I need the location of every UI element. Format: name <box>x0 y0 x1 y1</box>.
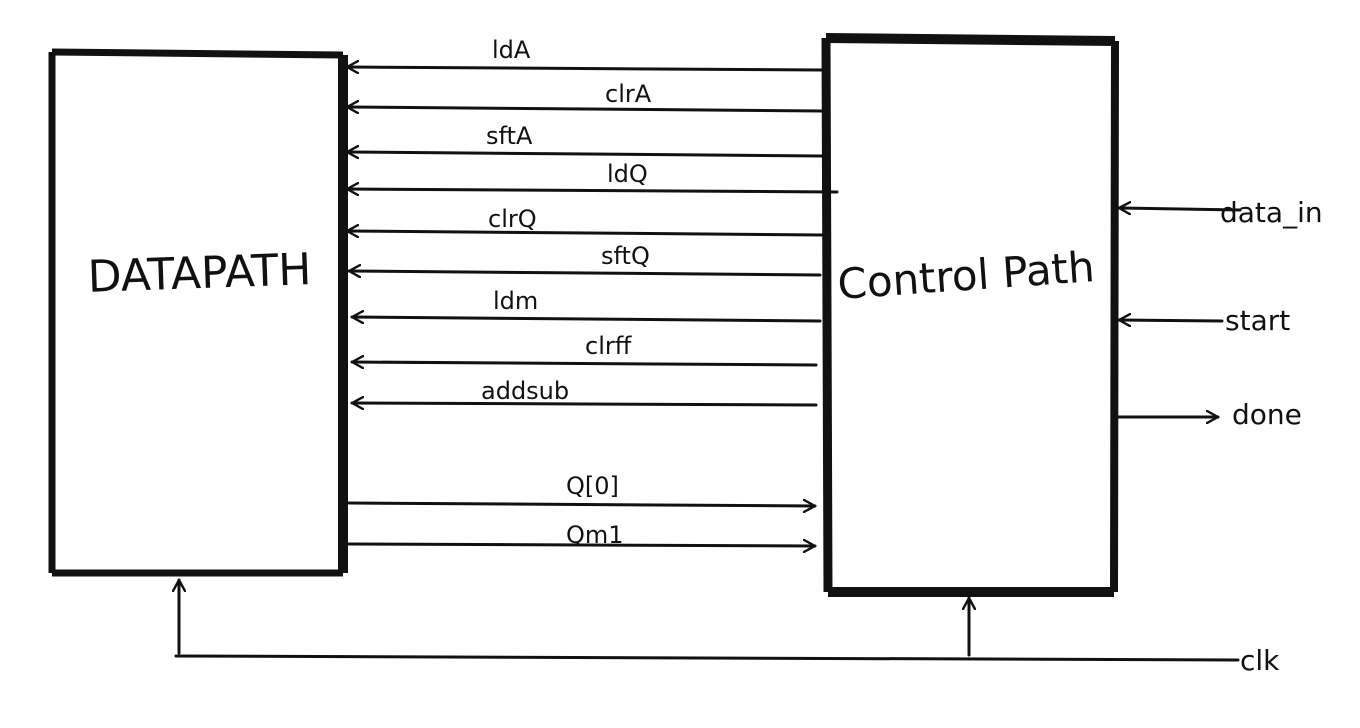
input-data-in-wire <box>1117 208 1242 210</box>
signal-sftQ-label: sftQ <box>601 242 650 270</box>
signal-ldA-wire <box>345 67 824 70</box>
signal-clrff-label: clrff <box>585 332 632 360</box>
signal-ldm-label: ldm <box>493 287 538 315</box>
control-io: data_in start done <box>1115 196 1323 431</box>
control-path-title: Control Path <box>836 242 1096 309</box>
control-path-block: Control Path <box>821 33 1119 597</box>
datapath-title: DATAPATH <box>87 244 312 303</box>
signal-clrA-label: clrA <box>605 80 652 108</box>
signal-addsub-label: addsub <box>481 377 569 405</box>
signal-sftA-label: sftA <box>486 122 533 150</box>
output-done-label: done <box>1232 398 1302 431</box>
signal-sftQ-wire <box>347 271 822 275</box>
datapath-block: DATAPATH <box>48 48 348 577</box>
signal-addsub-wire <box>350 403 818 405</box>
input-data-in-label: data_in <box>1220 196 1323 229</box>
signal-qm1-label: Qm1 <box>566 521 624 549</box>
clock-label: clk <box>1240 644 1280 677</box>
clock-network: clk <box>174 578 1280 677</box>
signal-ldQ-wire <box>345 189 839 192</box>
signal-ldm-wire <box>350 317 822 321</box>
clock-bus-wire <box>174 654 1240 662</box>
status-signals: Q[0] Qm1 <box>347 472 817 549</box>
input-start-wire <box>1117 320 1224 321</box>
signal-sftA-wire <box>345 152 824 156</box>
input-start-label: start <box>1225 304 1290 337</box>
signal-q0-label: Q[0] <box>566 472 619 500</box>
signal-ldA-label: ldA <box>492 36 531 64</box>
signal-clrA-wire <box>345 107 824 111</box>
signal-clrff-wire <box>350 362 818 365</box>
control-signals: ldA clrA sftA ldQ clrQ sftQ ldm clrff ad… <box>345 36 839 405</box>
signal-clrQ-label: clrQ <box>488 205 537 233</box>
signal-clrQ-wire <box>345 231 824 235</box>
signal-ldQ-label: ldQ <box>607 160 648 188</box>
signal-q0-wire <box>347 503 817 506</box>
signal-qm1-wire <box>347 544 817 546</box>
